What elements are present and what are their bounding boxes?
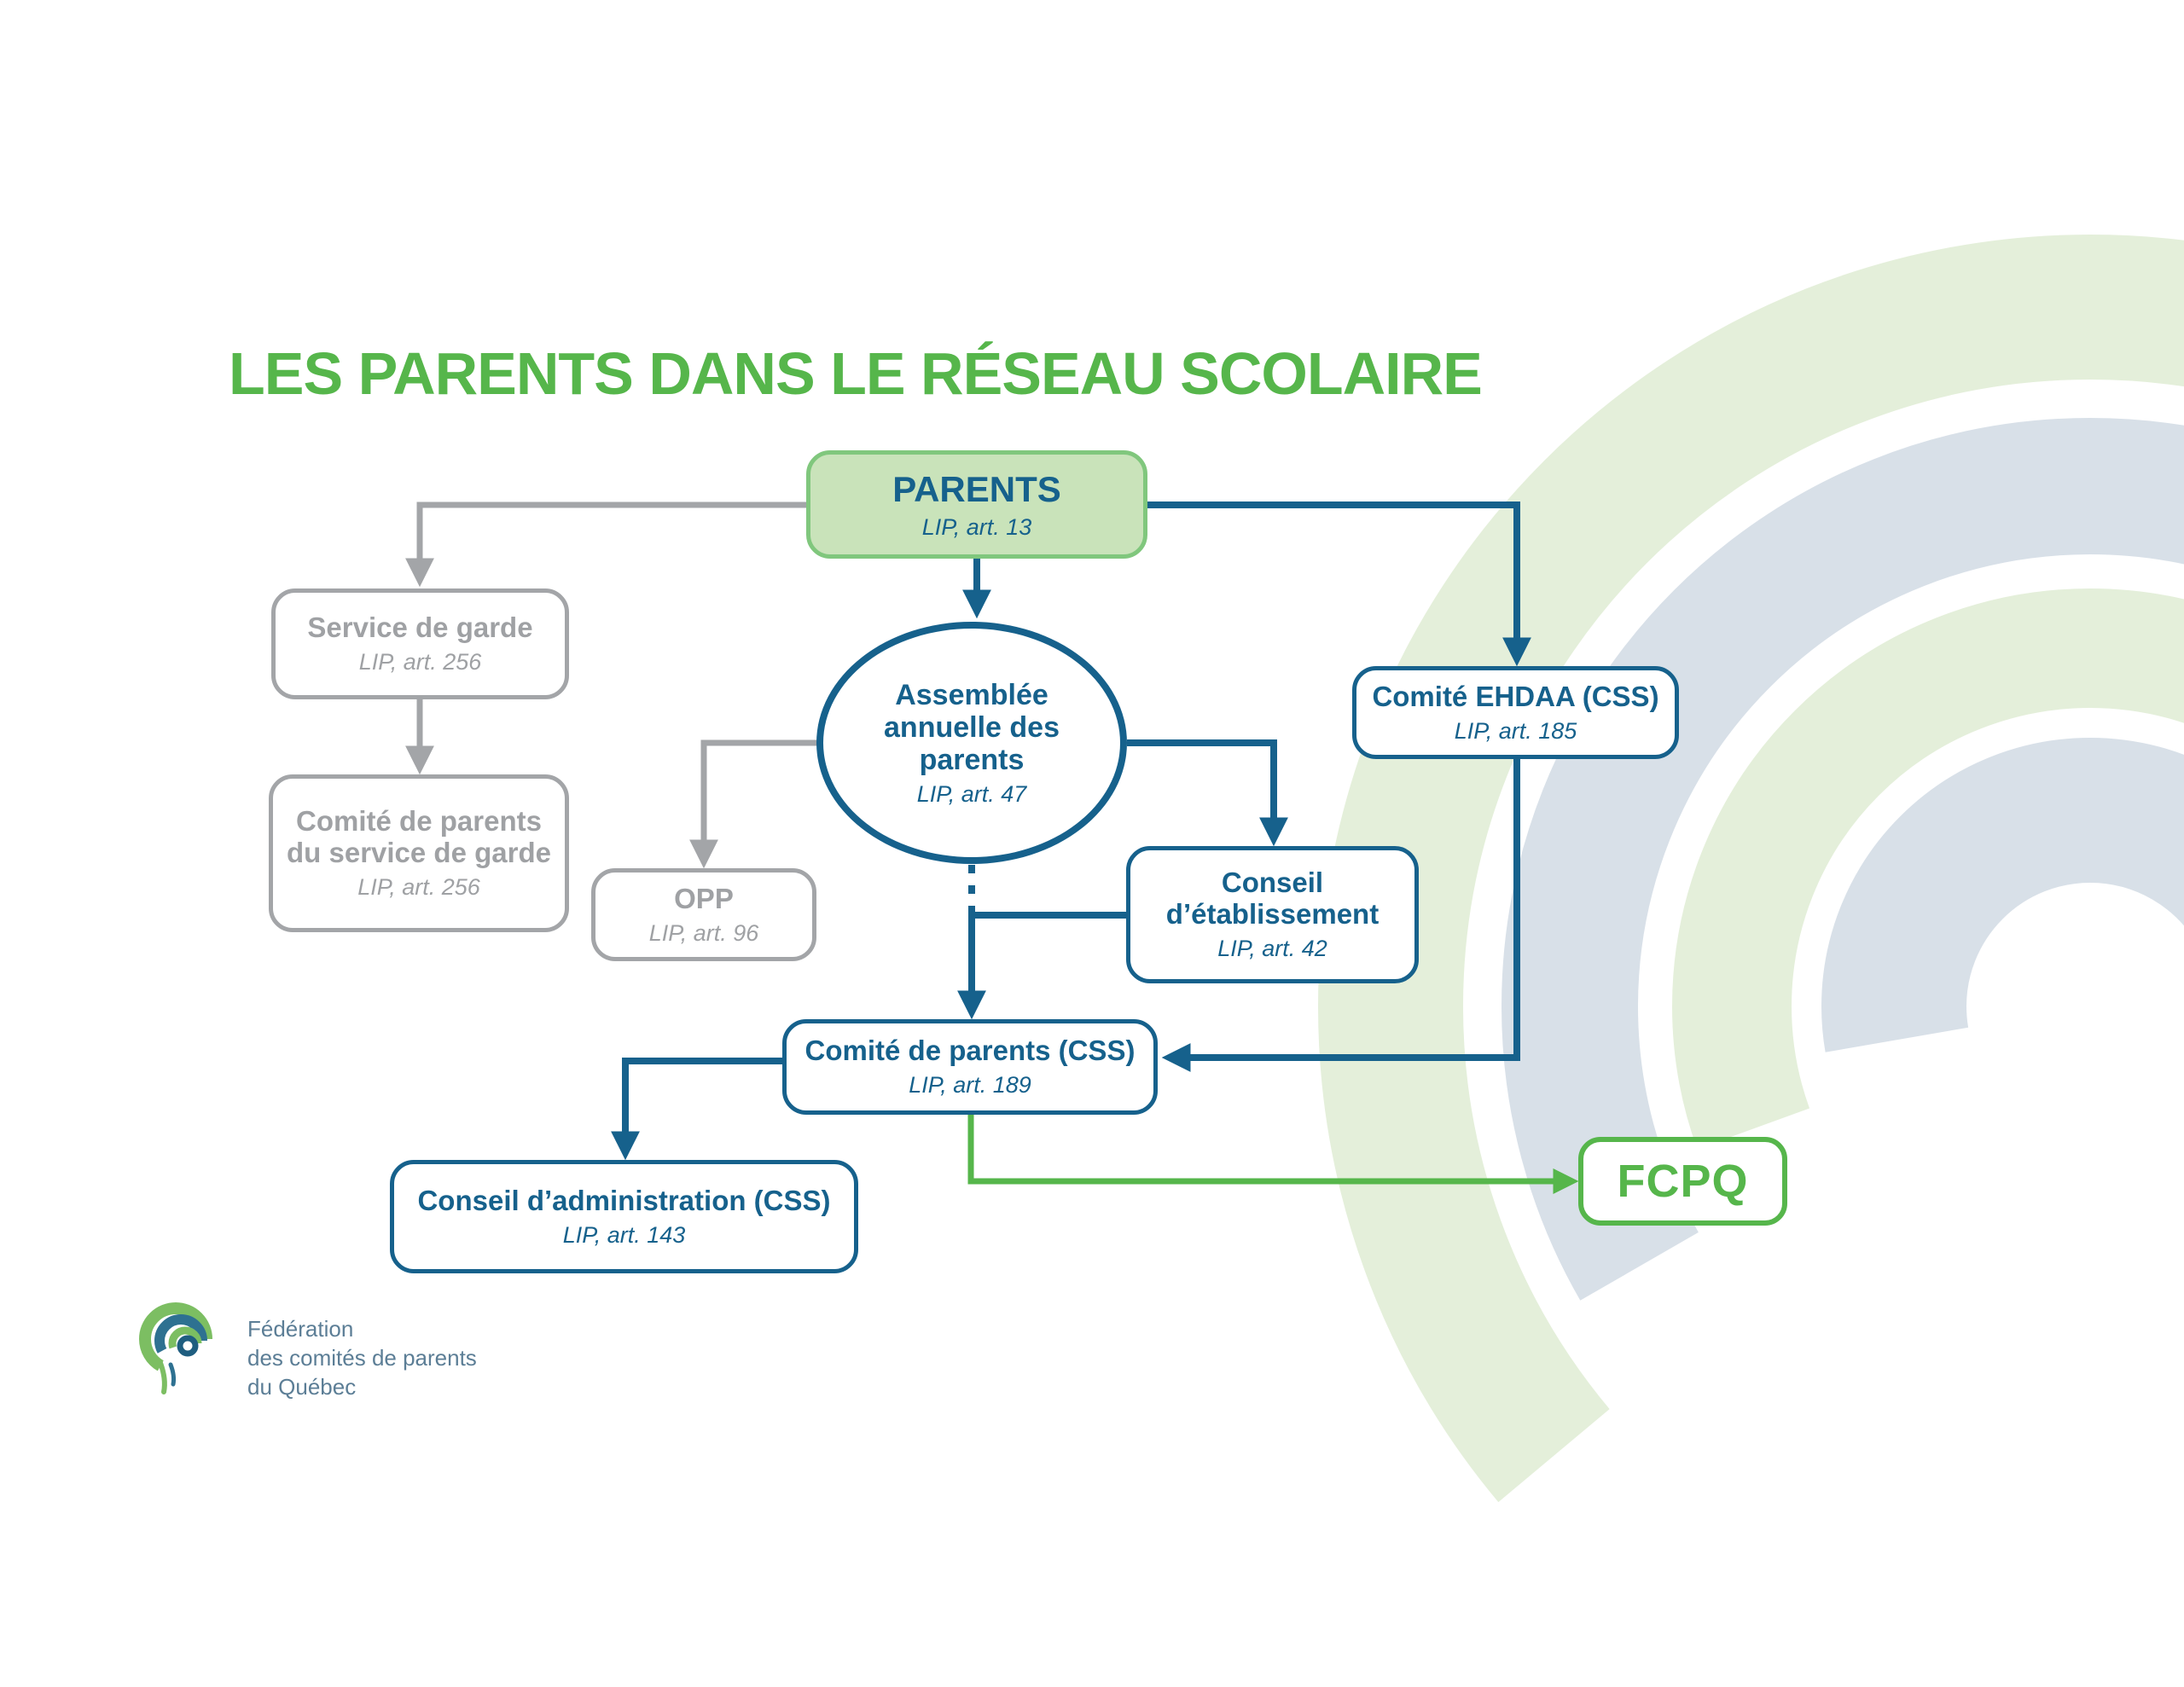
node-service-de-garde: Service de garde LIP, art. 256 <box>271 588 569 699</box>
node-parents-label: PARENTS <box>892 468 1061 509</box>
edge-comite-parents-conseil-administration <box>611 1058 782 1161</box>
node-conseil-administration: Conseil d’administration (CSS) LIP, art.… <box>390 1160 858 1273</box>
node-comite-parents-css-ref: LIP, art. 189 <box>909 1072 1031 1099</box>
node-assemblee-annuelle: Assemblée annuelle des parents LIP, art.… <box>816 622 1127 864</box>
node-opp: OPP LIP, art. 96 <box>591 868 816 961</box>
node-fcpq: FCPQ <box>1578 1137 1787 1226</box>
node-comite-parents-css: Comité de parents (CSS) LIP, art. 189 <box>782 1019 1158 1115</box>
node-service-de-garde-label: Service de garde <box>307 612 533 644</box>
fcpq-logo-line3: du Québec <box>247 1373 357 1400</box>
node-conseil-etablissement-label: Conseil d’établissement <box>1165 867 1380 930</box>
node-opp-ref: LIP, art. 96 <box>648 919 759 946</box>
fcpq-logo-swirl-icon <box>139 1302 212 1394</box>
edge-assemblee-opp <box>689 739 817 869</box>
node-conseil-administration-ref: LIP, art. 143 <box>562 1221 686 1248</box>
edge-ehdaa-comite-parents <box>1161 759 1520 1072</box>
node-comite-ehdaa: Comité EHDAA (CSS) LIP, art. 185 <box>1352 666 1679 759</box>
swirl-arc-bluegray <box>1502 418 2184 1595</box>
node-conseil-etablissement: Conseil d’établissement LIP, art. 42 <box>1126 846 1419 983</box>
node-comite-ehdaa-label: Comité EHDAA (CSS) <box>1372 680 1659 712</box>
edge-assemblee-conseil-etablissement <box>1127 739 1288 847</box>
node-conseil-etablissement-ref: LIP, art. 42 <box>1217 936 1327 962</box>
node-parents: PARENTS LIP, art. 13 <box>806 450 1147 559</box>
swirl-arc-core-bluegray <box>1821 738 2184 1275</box>
node-comite-parents-css-label: Comité de parents (CSS) <box>804 1035 1136 1067</box>
node-conseil-administration-label: Conseil d’administration (CSS) <box>417 1184 831 1216</box>
node-comite-ehdaa-ref: LIP, art. 185 <box>1454 717 1577 744</box>
page-title: LES PARENTS DANS LE RÉSEAU SCOLAIRE <box>229 340 1483 407</box>
fcpq-logo-line2: des comités de parents <box>247 1344 477 1371</box>
node-parents-ref: LIP, art. 13 <box>921 513 1032 540</box>
node-assemblee-label: Assemblée annuelle des parents <box>884 678 1060 776</box>
fcpq-logo-text: Fédération des comités de parents du Qué… <box>247 1315 477 1401</box>
node-opp-label: OPP <box>674 882 734 914</box>
swirl-arc-outer-green <box>1318 235 2184 1687</box>
swirl-arc-inner-green <box>1672 588 2184 1424</box>
edge-parents-service-garde <box>405 501 806 588</box>
node-comite-sdg-ref: LIP, art. 256 <box>357 874 480 901</box>
fcpq-logo: Fédération des comités de parents du Qué… <box>126 1296 477 1401</box>
node-comite-sdg-label: Comité de parents du service de garde <box>287 805 551 869</box>
fcpq-logo-line1: Fédération <box>247 1316 354 1342</box>
node-service-de-garde-ref: LIP, art. 256 <box>358 649 482 675</box>
edge-parents-ehdaa <box>1147 501 1531 667</box>
node-fcpq-label: FCPQ <box>1617 1155 1749 1207</box>
node-comite-parents-service-de-garde: Comité de parents du service de garde LI… <box>269 774 569 932</box>
edge-comite-parents-fcpq <box>967 1115 1579 1194</box>
node-assemblee-ref: LIP, art. 47 <box>916 781 1027 807</box>
